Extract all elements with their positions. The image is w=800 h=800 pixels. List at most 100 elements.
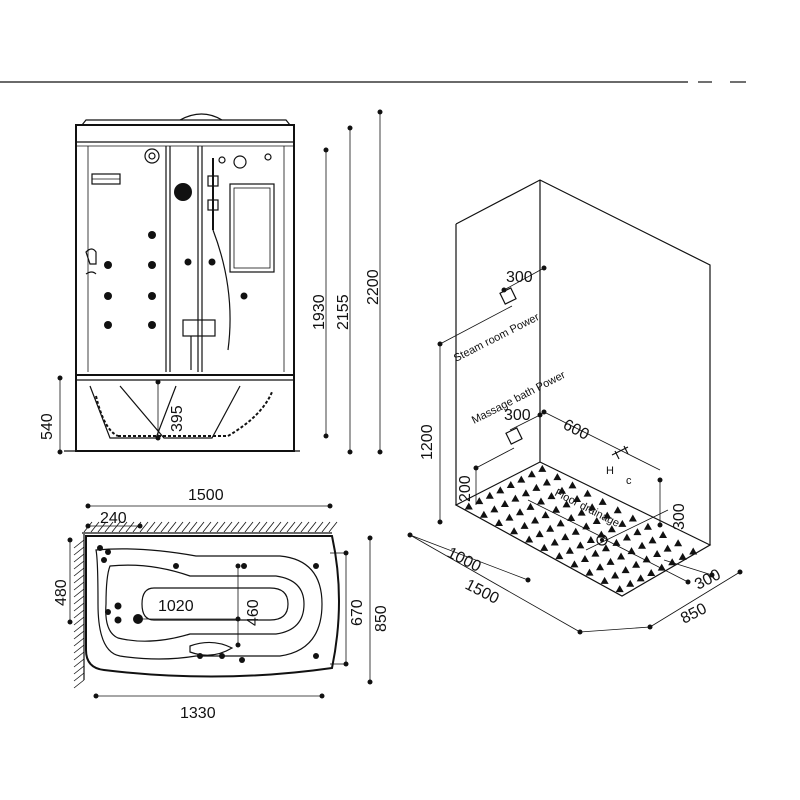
body-jets <box>104 231 248 329</box>
floor-triangle <box>557 486 566 494</box>
floor-triangle <box>663 544 672 552</box>
floor-triangle <box>601 544 610 552</box>
floor-triangle <box>622 533 631 541</box>
floor-triangle <box>647 569 656 577</box>
massage-power-outlet <box>505 427 523 445</box>
front-elevation: 2200 2155 1930 540 395 <box>39 109 383 455</box>
floor-triangle <box>600 576 609 584</box>
floor-triangle <box>571 527 580 535</box>
shower-hose <box>212 229 231 351</box>
floor-triangle <box>585 568 594 576</box>
plan-dimensions <box>67 503 373 699</box>
floor-triangle <box>603 511 612 519</box>
dim-1500-floor: 1500 <box>462 576 502 607</box>
dim-1000: 1000 <box>444 544 484 575</box>
floor-triangle <box>547 492 556 500</box>
floor-triangle <box>485 491 494 499</box>
front-dimensions <box>57 109 383 455</box>
plan-view: 1500 1330 240 1020 480 460 670 850 <box>53 487 390 722</box>
dim-395: 395 <box>169 405 186 432</box>
cold-label: c <box>626 475 632 487</box>
floor-triangle <box>576 541 585 549</box>
floor-triangle <box>540 543 549 551</box>
floor-triangle <box>648 536 657 544</box>
floor-triangle <box>632 560 641 568</box>
floor-triangle <box>496 486 505 494</box>
seat <box>182 319 216 337</box>
floor-triangle <box>570 560 579 568</box>
floor-triangle <box>536 497 545 505</box>
floor-triangle <box>582 522 591 530</box>
floor-triangle <box>552 505 561 513</box>
dim-460: 460 <box>245 599 262 626</box>
wall-hatch-left <box>73 539 85 689</box>
floor-triangle <box>598 497 607 505</box>
floor-triangle <box>535 530 544 538</box>
dim-1020: 1020 <box>158 598 194 615</box>
dim-200: 200 <box>457 475 474 502</box>
floor-triangle <box>521 489 530 497</box>
floor-triangle <box>494 518 503 526</box>
floor-triangle <box>541 511 550 519</box>
dim-850-floor: 850 <box>678 600 710 627</box>
floor-triangle <box>588 503 597 511</box>
floor-triangle <box>527 470 536 478</box>
floor-triangle <box>596 563 605 571</box>
floor-triangle <box>591 549 600 557</box>
floor-triangle <box>617 552 626 560</box>
floor-triangle <box>525 535 534 543</box>
install-perspective: Floor drainage Steam room Power Massage … <box>407 179 743 635</box>
floor-triangle <box>674 539 683 547</box>
floor-triangle <box>678 552 687 560</box>
floor-triangle <box>636 574 645 582</box>
floor-triangle <box>607 525 616 533</box>
floor-triangle <box>592 516 601 524</box>
dim-1500-plan: 1500 <box>188 487 224 504</box>
dim-300-right: 300 <box>671 503 688 530</box>
dim-2155: 2155 <box>335 294 352 330</box>
floor-triangle <box>464 502 473 510</box>
floor-triangle <box>659 531 668 539</box>
floor-tray <box>454 461 712 597</box>
dim-massage-300: 300 <box>504 407 531 424</box>
dim-2200: 2200 <box>365 269 382 305</box>
cabin-outline <box>75 124 295 376</box>
floor-triangle <box>561 533 570 541</box>
wall-top-edges <box>455 179 711 545</box>
floor-triangle <box>500 499 509 507</box>
dim-1930: 1930 <box>311 294 328 330</box>
floor-triangle <box>633 528 642 536</box>
plan-jets <box>97 545 319 663</box>
floor-triangle <box>621 566 630 574</box>
floor-triangle <box>580 554 589 562</box>
floor-triangle <box>611 571 620 579</box>
floor-triangle <box>531 516 540 524</box>
speaker-icon <box>144 148 160 164</box>
drain-cover <box>189 641 234 656</box>
install-dimensions <box>407 265 743 635</box>
floor-triangle <box>586 535 595 543</box>
floor-triangle <box>583 489 592 497</box>
floor-triangle <box>568 481 577 489</box>
dim-600: 600 <box>560 416 592 443</box>
floor-triangle <box>505 513 514 521</box>
floor-triangle <box>555 552 564 560</box>
floor-triangle <box>638 541 647 549</box>
dim-1200: 1200 <box>419 424 436 460</box>
floor-triangle <box>606 557 615 565</box>
floor-triangle <box>520 521 529 529</box>
floor-triangle <box>556 519 565 527</box>
mirror <box>229 183 275 273</box>
floor-triangle <box>642 555 651 563</box>
floor-triangle <box>506 480 515 488</box>
floor-drain-icon <box>596 534 608 546</box>
floor-triangle <box>490 505 499 513</box>
floor-triangle <box>643 522 652 530</box>
floor-triangle <box>475 497 484 505</box>
floor-triangle <box>628 514 637 522</box>
hot-label: H <box>606 465 614 477</box>
floor-triangle <box>546 524 555 532</box>
floor-triangle <box>618 519 627 527</box>
